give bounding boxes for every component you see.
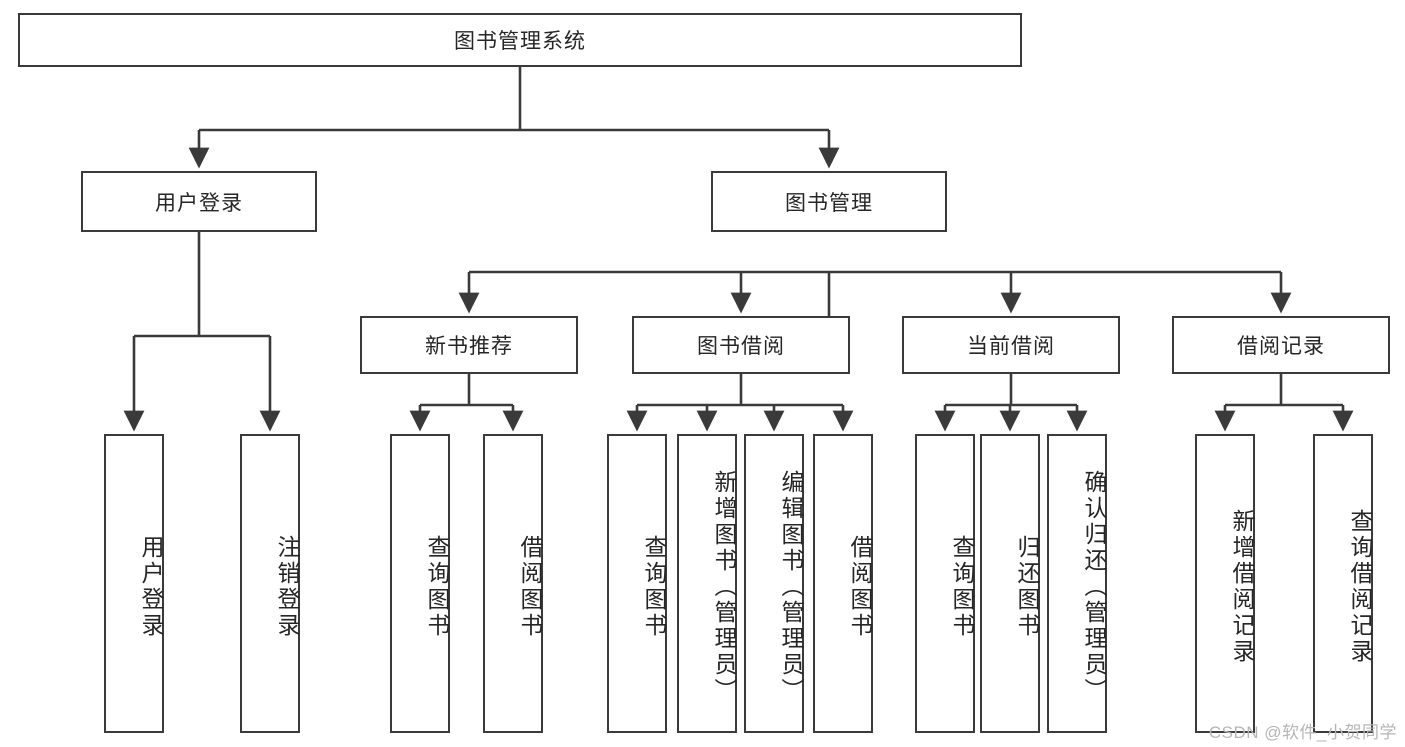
node-book-manage[interactable]: 图书管理 xyxy=(711,171,947,232)
node-new-book-recommend-label: 新书推荐 xyxy=(425,335,513,358)
node-leaf-add-record-label: 新增借阅记录 xyxy=(1229,508,1255,665)
node-leaf-query-record[interactable]: 查询借阅记录 xyxy=(1313,434,1373,733)
node-leaf-query-book-3-label: 查询图书 xyxy=(949,534,975,639)
node-user-login[interactable]: 用户登录 xyxy=(81,171,317,232)
node-leaf-user-logout-label: 注销登录 xyxy=(274,534,300,639)
node-leaf-query-book-3[interactable]: 查询图书 xyxy=(915,434,975,733)
node-leaf-query-book-1[interactable]: 查询图书 xyxy=(390,434,450,733)
node-leaf-confirm-return[interactable]: 确认归还（管理员） xyxy=(1047,434,1107,733)
node-leaf-edit-book-label: 编辑图书（管理员） xyxy=(778,469,804,704)
node-leaf-query-book-1-label: 查询图书 xyxy=(424,534,450,639)
node-leaf-query-book-2-label: 查询图书 xyxy=(641,534,667,639)
node-root-label: 图书管理系统 xyxy=(454,30,586,53)
node-leaf-return-book[interactable]: 归还图书 xyxy=(980,434,1040,733)
node-leaf-user-login[interactable]: 用户登录 xyxy=(104,434,164,733)
csdn-watermark: CSDN @软件_小贺同学 xyxy=(1208,723,1397,742)
node-current-borrow-label: 当前借阅 xyxy=(967,335,1055,358)
node-leaf-query-record-label: 查询借阅记录 xyxy=(1347,508,1373,665)
node-leaf-add-record[interactable]: 新增借阅记录 xyxy=(1195,434,1255,733)
node-book-manage-label: 图书管理 xyxy=(785,191,873,215)
node-leaf-add-book[interactable]: 新增图书（管理员） xyxy=(677,434,737,733)
node-leaf-borrow-book-1-label: 借阅图书 xyxy=(517,534,543,639)
node-book-borrow-label: 图书借阅 xyxy=(697,335,785,358)
node-leaf-query-book-2[interactable]: 查询图书 xyxy=(607,434,667,733)
node-new-book-recommend[interactable]: 新书推荐 xyxy=(360,316,578,374)
node-leaf-borrow-book-1[interactable]: 借阅图书 xyxy=(483,434,543,733)
node-root[interactable]: 图书管理系统 xyxy=(18,13,1022,67)
node-leaf-return-book-label: 归还图书 xyxy=(1014,534,1040,639)
node-leaf-add-book-label: 新增图书（管理员） xyxy=(711,469,737,704)
node-leaf-user-login-label: 用户登录 xyxy=(138,534,164,639)
node-current-borrow[interactable]: 当前借阅 xyxy=(902,316,1120,374)
node-user-login-label: 用户登录 xyxy=(155,191,243,215)
node-leaf-edit-book[interactable]: 编辑图书（管理员） xyxy=(744,434,804,733)
node-leaf-user-logout[interactable]: 注销登录 xyxy=(240,434,300,733)
node-leaf-borrow-book-2[interactable]: 借阅图书 xyxy=(813,434,873,733)
node-leaf-confirm-return-label: 确认归还（管理员） xyxy=(1081,469,1107,704)
node-book-borrow[interactable]: 图书借阅 xyxy=(632,316,850,374)
node-borrow-record[interactable]: 借阅记录 xyxy=(1172,316,1390,374)
node-borrow-record-label: 借阅记录 xyxy=(1237,335,1325,358)
node-leaf-borrow-book-2-label: 借阅图书 xyxy=(847,534,873,639)
